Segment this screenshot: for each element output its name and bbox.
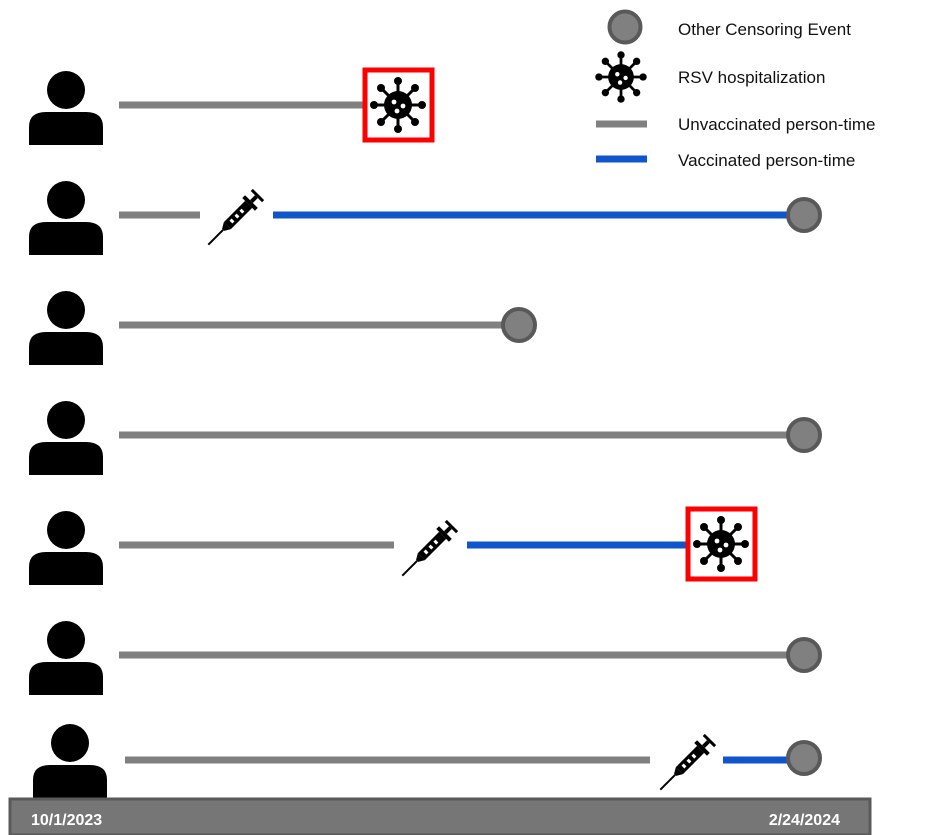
legend-hospitalization-label: RSV hospitalization xyxy=(678,68,825,87)
participant-row-4 xyxy=(29,401,822,475)
person-icon xyxy=(29,291,103,365)
participant-row-2 xyxy=(29,181,822,255)
person-icon xyxy=(29,401,103,475)
participant-row-5 xyxy=(29,506,758,585)
legend-censoring-label: Other Censoring Event xyxy=(678,20,851,39)
person-icon xyxy=(29,71,103,145)
person-icon xyxy=(29,181,103,255)
virus-icon xyxy=(368,75,428,135)
legend-virus-icon xyxy=(593,49,649,105)
virus-icon xyxy=(691,514,751,574)
censor-circle-icon xyxy=(786,740,822,776)
axis-start-label: 10/1/2023 xyxy=(31,812,102,829)
time-axis: 10/1/2023 2/24/2024 xyxy=(8,797,872,835)
legend-censor-icon xyxy=(607,9,643,45)
axis-end-label: 2/24/2024 xyxy=(769,812,840,829)
legend-unvaccinated-label: Unvaccinated person-time xyxy=(678,115,875,134)
participant-row-6 xyxy=(29,621,822,695)
censor-circle-icon xyxy=(786,637,822,673)
censor-circle-icon xyxy=(786,197,822,233)
syringe-icon xyxy=(652,732,718,798)
person-icon xyxy=(29,621,103,695)
censor-circle-icon xyxy=(501,307,537,343)
time-axis-bar xyxy=(8,797,872,835)
syringe-icon xyxy=(200,187,266,253)
syringe-icon xyxy=(394,518,460,584)
participant-row-7 xyxy=(33,724,822,798)
person-icon xyxy=(33,724,107,798)
legend-vaccinated-label: Vaccinated person-time xyxy=(678,151,855,170)
participant-row-1 xyxy=(29,67,435,145)
person-icon xyxy=(29,511,103,585)
censor-circle-icon xyxy=(786,417,822,453)
participant-row-3 xyxy=(29,291,537,365)
legend: Other Censoring Event RSV hospitalizatio… xyxy=(593,9,875,170)
